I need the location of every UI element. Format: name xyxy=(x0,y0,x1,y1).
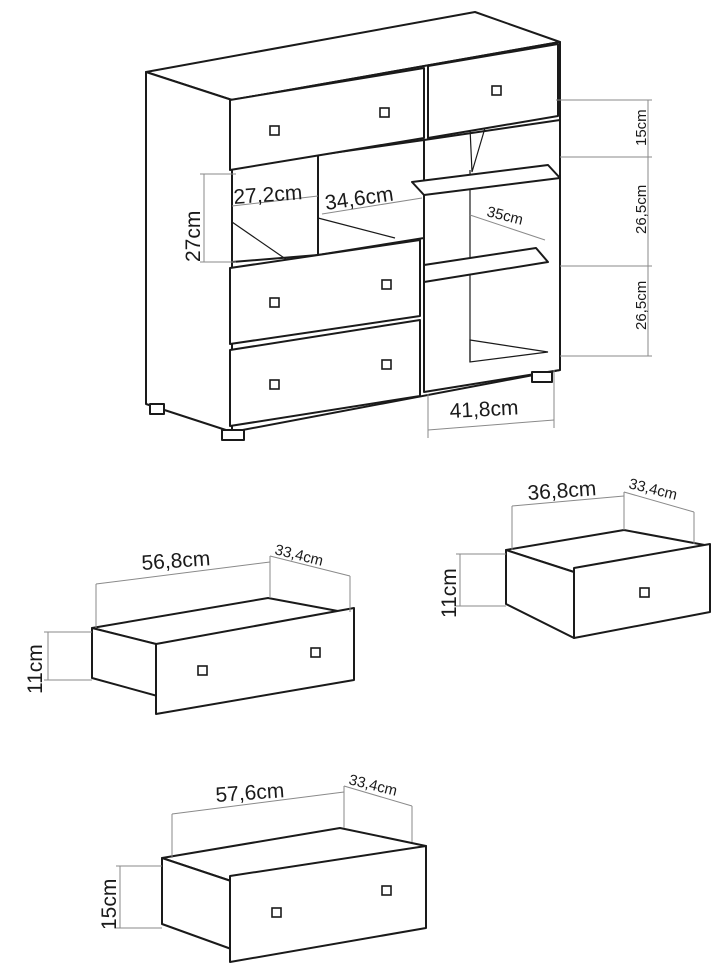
knob-icon xyxy=(491,85,502,96)
dim-drawer-small-height: 11cm xyxy=(438,568,461,618)
dim-drawer-large-width: 56,8cm xyxy=(141,547,211,575)
knob-icon xyxy=(271,907,282,918)
dim-lower-shelf-height: 26,5cm xyxy=(633,281,650,330)
knob-icon xyxy=(269,379,280,390)
knob-icon xyxy=(197,665,208,676)
dim-drawer-small-width: 36,8cm xyxy=(527,477,597,505)
drawer-large-front xyxy=(155,607,355,715)
drawer-small-illustration: 36,8cm 33,4cm 11cm xyxy=(438,475,711,639)
cabinet-foot xyxy=(531,371,553,383)
bottom-drawer xyxy=(229,319,421,427)
compartment-left-cell xyxy=(231,154,319,263)
upper-shelf xyxy=(411,164,561,196)
dim-upper-shelf-height: 26,5cm xyxy=(633,185,650,234)
knob-icon xyxy=(639,587,650,598)
dim-compartment-left-width: 27,2cm xyxy=(233,181,303,209)
drawer-deep-front xyxy=(229,845,427,963)
middle-drawer xyxy=(229,239,421,345)
dim-open-section-width: 41,8cm xyxy=(449,396,519,423)
knob-icon xyxy=(269,125,280,136)
dim-drawer-deep-depth: 33,4cm xyxy=(347,771,399,799)
cabinet-foot xyxy=(221,429,245,441)
top-drawer-left xyxy=(229,67,425,171)
dim-drawer-deep-height: 15cm xyxy=(98,879,121,930)
knob-icon xyxy=(381,885,392,896)
knob-icon xyxy=(381,359,392,370)
dim-top-drawer-height: 15cm xyxy=(633,109,650,146)
compartment-back-edge xyxy=(317,217,396,239)
knob-icon xyxy=(269,297,280,308)
middle-shelf xyxy=(423,247,549,283)
dim-drawer-small-depth: 33,4cm xyxy=(627,475,679,503)
cabinet-illustration: 15cm 26,5cm 26,5cm 27cm 27,2cm 34,6cm 35… xyxy=(145,11,652,441)
dim-drawer-large-height: 11cm xyxy=(24,644,47,694)
cabinet-foot xyxy=(149,403,165,415)
drawer-large-illustration: 56,8cm 33,4cm 11cm xyxy=(24,541,355,715)
drawer-deep-illustration: 57,6cm 33,4cm 15cm xyxy=(98,771,427,963)
dim-drawer-deep-width: 57,6cm xyxy=(215,779,285,807)
cabinet-dimensions xyxy=(200,99,652,438)
knob-icon xyxy=(310,647,321,658)
bottom-shelf-edge xyxy=(469,339,549,363)
compartment-back-edge xyxy=(231,221,291,263)
knob-icon xyxy=(381,279,392,290)
dim-drawer-large-depth: 33,4cm xyxy=(273,541,325,569)
knob-icon xyxy=(379,107,390,118)
dim-compartment-height: 27cm xyxy=(182,211,205,262)
